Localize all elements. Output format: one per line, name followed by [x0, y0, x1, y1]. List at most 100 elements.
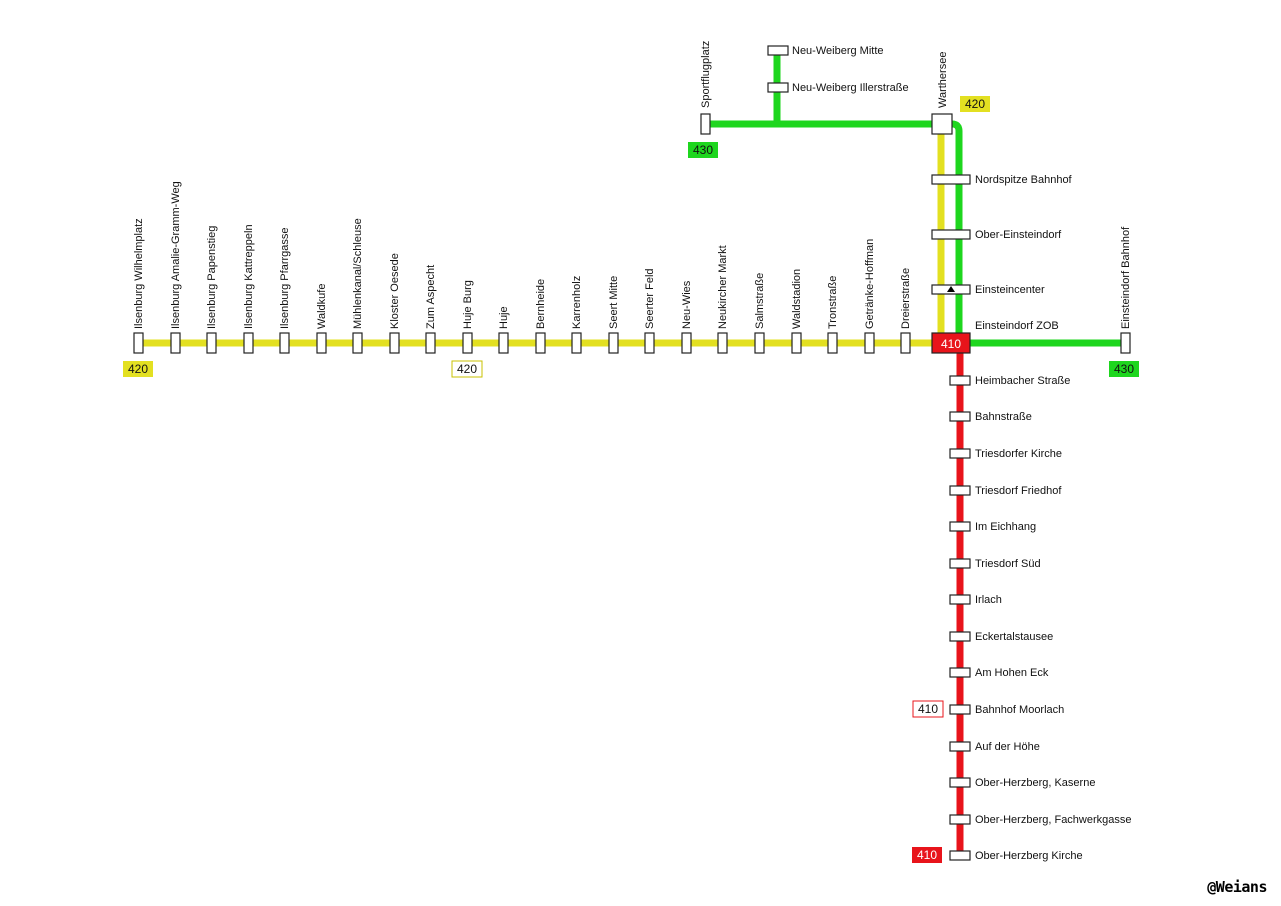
- station-marker: [352, 332, 363, 354]
- station-marker: [949, 704, 971, 715]
- station-label: Ober-Herzberg, Fachwerkgasse: [975, 814, 1132, 826]
- station-marker: [827, 332, 838, 354]
- station-label: Ober-Herzberg, Kaserne: [975, 777, 1095, 789]
- station-marker: [949, 448, 971, 459]
- station-marker: [949, 594, 971, 605]
- triangle-icon: [947, 286, 955, 292]
- station-marker: [279, 332, 290, 354]
- station-label: Einsteindorf ZOB: [975, 320, 1059, 332]
- station-label: Sportflugplatz: [700, 41, 712, 108]
- station-label: Triesdorf Süd: [975, 558, 1041, 570]
- line-badge: [451, 360, 483, 378]
- line-badge-label: 410: [917, 848, 937, 862]
- station-marker: [949, 814, 971, 825]
- station-marker: [644, 332, 655, 354]
- station-marker: [767, 82, 789, 93]
- station-marker: [949, 667, 971, 678]
- station-label: Huje Burg: [462, 280, 474, 329]
- station-label: Warthersee: [937, 52, 949, 108]
- line-badge: [123, 361, 153, 377]
- watermark: @Weians: [1207, 878, 1267, 896]
- station-label: Ober-Einsteindorf: [975, 229, 1062, 241]
- line-badge-label: 420: [128, 362, 148, 376]
- station-marker: [1120, 332, 1131, 354]
- station-label: Neukircher Markt: [717, 245, 729, 329]
- station-label: Einsteindorf Bahnhof: [1120, 226, 1132, 329]
- station-label: Neu-Weiberg Mitte: [792, 45, 884, 57]
- station-label: Ober-Herzberg Kirche: [975, 850, 1083, 862]
- station-label: Nordspitze Bahnhof: [975, 174, 1073, 186]
- station-marker: [949, 850, 971, 861]
- line-badge-label: 430: [1114, 362, 1134, 376]
- station-label: Auf der Höhe: [975, 741, 1040, 753]
- station-marker: [949, 375, 971, 386]
- station-marker: [864, 332, 875, 354]
- station-marker: [170, 332, 181, 354]
- station-label: Bahnstraße: [975, 411, 1032, 423]
- line-badge: [912, 847, 942, 863]
- station-marker: [931, 113, 953, 135]
- station-label: Neu-Wies: [681, 280, 693, 329]
- station-marker: [949, 741, 971, 752]
- station-label: Karrenholz: [571, 276, 583, 329]
- hub-marker: [931, 332, 971, 354]
- station-marker: [931, 229, 971, 240]
- line-badge-label: 420: [457, 362, 477, 376]
- station-label: Am Hohen Eck: [975, 667, 1049, 679]
- station-label: Bahnhof Moorlach: [975, 704, 1064, 716]
- station-label: Getränke-Hoffman: [864, 239, 876, 329]
- line-badge: [960, 96, 990, 112]
- station-label: Seerter Feld: [644, 268, 656, 329]
- station-label: Eckertalstausee: [975, 631, 1053, 643]
- station-label: Neu-Weiberg Illerstraße: [792, 82, 909, 94]
- station-marker: [900, 332, 911, 354]
- station-label: Ilsenburg Kattreppeln: [243, 224, 255, 329]
- station-marker: [498, 332, 509, 354]
- station-marker: [949, 631, 971, 642]
- station-label: Ilsenburg Pfarrgasse: [279, 228, 291, 330]
- station-label: Zum Aspecht: [425, 265, 437, 329]
- station-marker: [243, 332, 254, 354]
- line-badge: [1109, 361, 1139, 377]
- station-label: Ilsenburg Papenstieg: [206, 226, 218, 329]
- station-marker: [206, 332, 217, 354]
- line-badge-label: 410: [918, 702, 938, 716]
- line-badge-label: 420: [965, 97, 985, 111]
- station-marker: [949, 485, 971, 496]
- station-label: Triesdorf Friedhof: [975, 485, 1062, 497]
- station-label: Waldstadion: [791, 269, 803, 329]
- station-marker: [949, 558, 971, 569]
- station-marker: [791, 332, 802, 354]
- station-marker: [931, 174, 971, 185]
- station-label: Tronstraße: [827, 276, 839, 329]
- station-marker: [717, 332, 728, 354]
- station-label: Irlach: [975, 594, 1002, 606]
- station-marker: [754, 332, 765, 354]
- station-label: Waldkufe: [316, 284, 328, 329]
- station-label: Heimbacher Straße: [975, 375, 1070, 387]
- station-marker: [316, 332, 327, 354]
- station-label: Mühlenkanal/Schleuse: [352, 218, 364, 329]
- station-label: Einsteincenter: [975, 284, 1045, 296]
- station-label: Seert Mitte: [608, 276, 620, 329]
- station-marker: [767, 45, 789, 56]
- station-marker: [133, 332, 144, 354]
- station-label: Dreierstraße: [900, 268, 912, 329]
- station-label: Ilsenburg Amalie-Gramm-Weg: [170, 181, 182, 329]
- station-marker: [389, 332, 400, 354]
- station-marker: [700, 113, 711, 135]
- line-badge: [912, 700, 944, 718]
- hub-badge-label: 410: [941, 337, 961, 351]
- station-marker: [949, 411, 971, 422]
- station-label: Kloster Oesede: [389, 253, 401, 329]
- station-marker: [535, 332, 546, 354]
- station-label: Triesdorfer Kirche: [975, 448, 1062, 460]
- line-badge-label: 430: [693, 143, 713, 157]
- station-marker: [571, 332, 582, 354]
- station-label: Ilsenburg Wilhelmplatz: [133, 218, 145, 329]
- station-marker: [608, 332, 619, 354]
- station-label: Im Eichhang: [975, 521, 1036, 533]
- station-marker: [949, 521, 971, 532]
- station-marker: [462, 332, 473, 354]
